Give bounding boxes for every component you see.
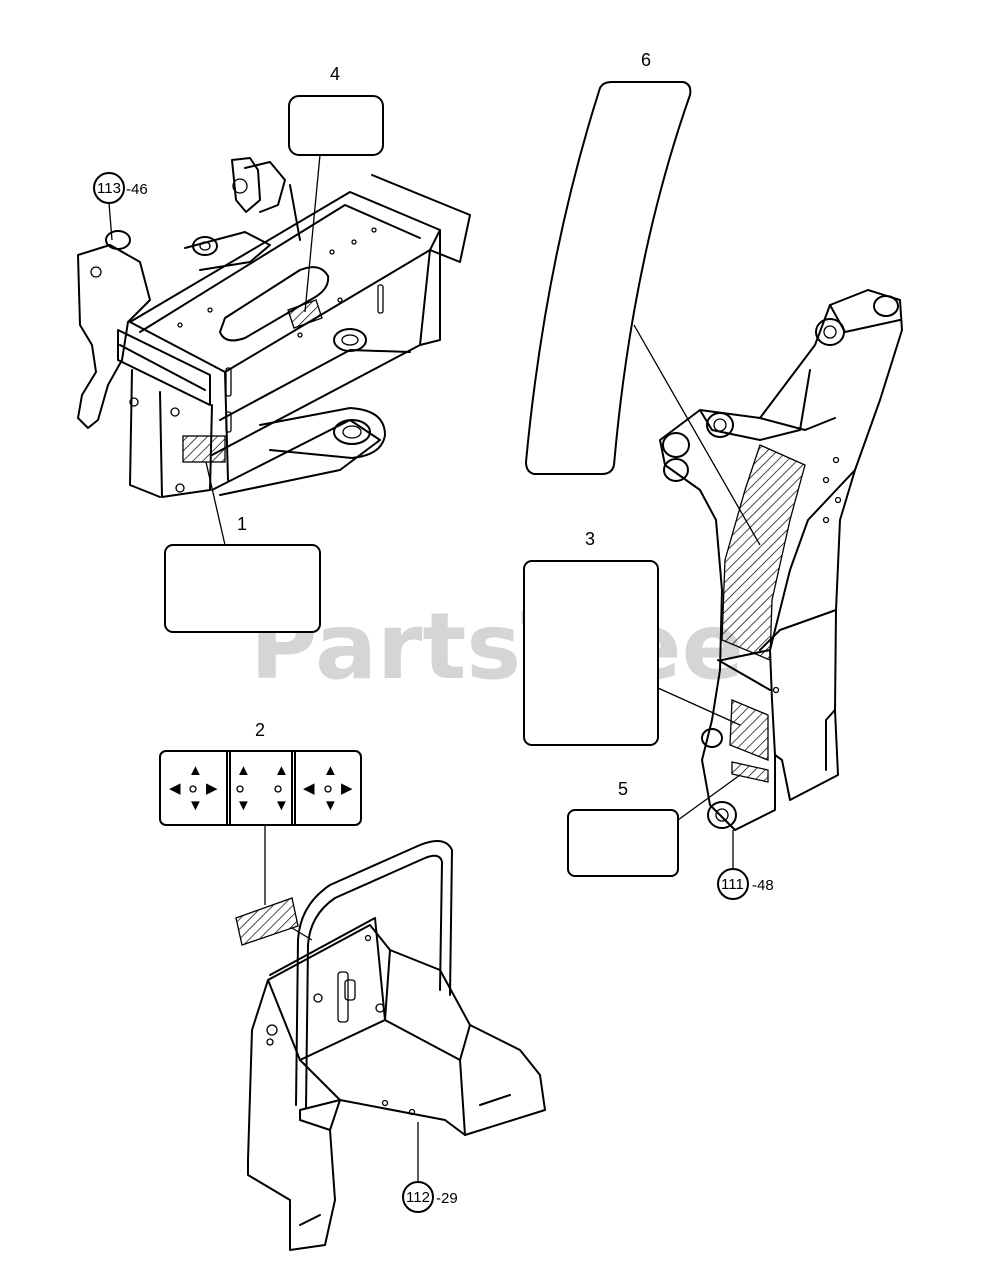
ref-111-circle: [717, 868, 749, 900]
control-pattern-icon: ▲ ◀ ▶ ▼: [303, 762, 353, 814]
decal-3-leader: [657, 687, 741, 726]
svg-text:▶: ▶: [206, 780, 218, 797]
ref-112-suffix: -29: [436, 1190, 458, 1207]
ref-112-circle: [402, 1181, 434, 1213]
control-pattern-icon: ▲ ▼ ▲ ▼: [236, 762, 289, 814]
callout-1-label: 1: [237, 514, 247, 534]
svg-text:▲: ▲: [323, 762, 338, 779]
ref-111-number: 111: [721, 876, 744, 893]
ref-111-suffix: -48: [752, 877, 774, 894]
svg-text:▼: ▼: [188, 797, 203, 814]
ref-112[interactable]: 112 -29: [402, 1122, 458, 1213]
ref-111[interactable]: 111 -48: [717, 830, 774, 900]
watermark: PartsTree: [250, 593, 744, 700]
decal-5[interactable]: 5: [567, 774, 741, 877]
frame-assembly: [77, 157, 471, 498]
decal-6[interactable]: 6: [524, 50, 761, 546]
svg-text:▼: ▼: [236, 797, 251, 814]
decal-1-leader: [205, 461, 226, 546]
callout-5-label: 5: [618, 779, 628, 799]
svg-text:▲: ▲: [188, 762, 203, 779]
callout-6-label: 6: [641, 50, 651, 70]
decal-1-location: [182, 435, 226, 463]
decal-3-location: [729, 699, 769, 761]
svg-text:▲: ▲: [274, 762, 289, 779]
decal-1-box: [164, 544, 321, 633]
svg-text:▶: ▶: [341, 780, 353, 797]
decal-2-box: [159, 750, 362, 826]
decal-3-box: [523, 560, 659, 746]
ref-113-number: 113: [97, 180, 121, 197]
callout-2-label: 2: [255, 720, 265, 740]
decal-6-box: [524, 81, 692, 475]
decal-4[interactable]: 4: [288, 64, 384, 313]
boom-arm: [659, 289, 903, 831]
decal-2-location: [235, 897, 299, 946]
decal-6-location: [721, 444, 806, 661]
guard-assembly: [235, 840, 546, 1251]
svg-text:◀: ◀: [169, 780, 181, 797]
decal-5-location: [731, 761, 769, 783]
decal-1[interactable]: 1: [164, 461, 321, 633]
ref-112-number: 112: [406, 1189, 430, 1206]
decal-5-box: [567, 809, 679, 877]
control-pattern-icon: ▲ ◀ ▶ ▼: [169, 762, 218, 814]
decal-2[interactable]: 2 ▲ ◀ ▶ ▼ ▲ ▼ ▲ ▼ ▲ ◀ ▶ ▼: [159, 720, 362, 905]
decal-5-leader: [677, 774, 741, 821]
decal-6-leader: [633, 324, 761, 546]
ref-113-leader: [108, 202, 113, 241]
decal-3[interactable]: 3: [523, 529, 741, 746]
svg-text:▼: ▼: [274, 797, 289, 814]
callout-4-label: 4: [330, 64, 340, 84]
decal-4-box: [288, 95, 384, 156]
ref-113[interactable]: 113 -46: [93, 172, 148, 241]
callout-3-label: 3: [585, 529, 595, 549]
decal-4-leader: [304, 154, 321, 313]
ref-113-suffix: -46: [126, 181, 148, 198]
svg-text:◀: ◀: [303, 780, 315, 797]
decal-4-location: [287, 299, 323, 329]
svg-text:▲: ▲: [236, 762, 251, 779]
svg-text:▼: ▼: [323, 797, 338, 814]
